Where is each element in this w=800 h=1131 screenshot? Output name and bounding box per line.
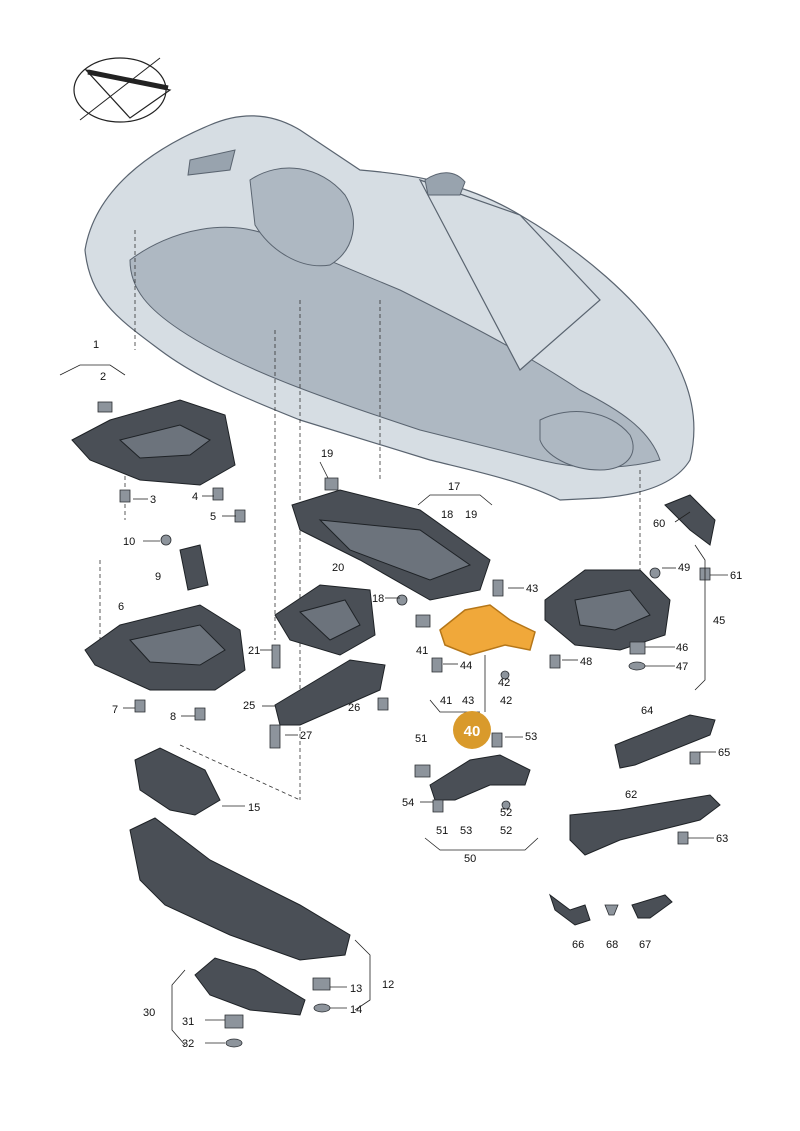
label-42-group: 42 — [500, 695, 512, 707]
label-6: 6 — [118, 601, 124, 613]
label-20: 20 — [332, 562, 344, 574]
label-49: 49 — [678, 562, 690, 574]
label-15: 15 — [248, 802, 260, 814]
highlight-badge-text: 40 — [464, 723, 481, 740]
view-direction-icon — [73, 57, 172, 123]
label-9: 9 — [155, 571, 161, 583]
label-27: 27 — [300, 730, 312, 742]
label-2: 2 — [100, 371, 106, 383]
part-64-strip — [614, 714, 716, 769]
part-50-bracket — [414, 732, 531, 813]
label-4: 4 — [192, 491, 198, 503]
part-12-side-shield — [129, 817, 351, 1013]
label-26: 26 — [348, 702, 360, 714]
label-51-group: 51 — [436, 825, 448, 837]
label-19: 19 — [321, 448, 333, 460]
part-45-shield — [544, 494, 716, 671]
part-30-side-shield — [194, 957, 306, 1048]
label-41: 41 — [416, 645, 428, 657]
label-54: 54 — [402, 797, 414, 809]
leader-lines — [123, 461, 728, 1044]
label-51: 51 — [415, 733, 427, 745]
parts-66-67-68 — [549, 893, 673, 926]
label-50: 50 — [464, 853, 476, 865]
label-13: 13 — [350, 983, 362, 995]
label-63: 63 — [716, 833, 728, 845]
label-52-group: 52 — [500, 825, 512, 837]
label-8: 8 — [170, 711, 176, 723]
label-52: 52 — [500, 807, 512, 819]
label-17: 17 — [448, 481, 460, 493]
highlight-badge-40[interactable]: 40 — [453, 711, 491, 749]
label-31: 31 — [182, 1016, 194, 1028]
label-18-group: 18 — [441, 509, 453, 521]
label-60: 60 — [653, 518, 665, 530]
label-67: 67 — [639, 939, 651, 951]
label-45: 45 — [713, 615, 725, 627]
label-53-group: 53 — [460, 825, 472, 837]
label-19-group: 19 — [465, 509, 477, 521]
label-61: 61 — [730, 570, 742, 582]
label-42: 42 — [498, 677, 510, 689]
group-brackets — [59, 364, 706, 1046]
label-10: 10 — [123, 536, 135, 548]
label-64: 64 — [641, 705, 653, 717]
label-3: 3 — [150, 494, 156, 506]
part-1-undershield — [71, 399, 246, 523]
label-1: 1 — [93, 339, 99, 351]
label-47: 47 — [676, 661, 688, 673]
label-68: 68 — [606, 939, 618, 951]
label-30: 30 — [143, 1007, 155, 1019]
label-25: 25 — [243, 700, 255, 712]
label-66: 66 — [572, 939, 584, 951]
label-46: 46 — [676, 642, 688, 654]
label-5: 5 — [210, 511, 216, 523]
label-43-group: 43 — [462, 695, 474, 707]
label-32: 32 — [182, 1038, 194, 1050]
label-41-group: 41 — [440, 695, 452, 707]
label-65: 65 — [718, 747, 730, 759]
part-40-highlighted-shield[interactable] — [415, 579, 536, 712]
part-20-shield — [271, 584, 376, 669]
label-48: 48 — [580, 656, 592, 668]
part-17-center-panel — [291, 477, 491, 606]
vehicle-body — [84, 115, 695, 501]
label-12: 12 — [382, 979, 394, 991]
label-21: 21 — [248, 645, 260, 657]
label-18: 18 — [372, 593, 384, 605]
part-15-side-shield — [134, 747, 221, 816]
label-53: 53 — [525, 731, 537, 743]
label-62: 62 — [625, 789, 637, 801]
label-44: 44 — [460, 660, 472, 672]
label-7: 7 — [112, 704, 118, 716]
part-25-strip — [269, 659, 389, 749]
callout-labels: 1 2 3 4 5 6 7 8 9 10 12 13 14 15 17 18 1… — [93, 339, 742, 1050]
label-14: 14 — [350, 1004, 362, 1016]
part-6-shield — [84, 534, 246, 721]
label-43: 43 — [526, 583, 538, 595]
part-62-strip — [569, 794, 721, 856]
